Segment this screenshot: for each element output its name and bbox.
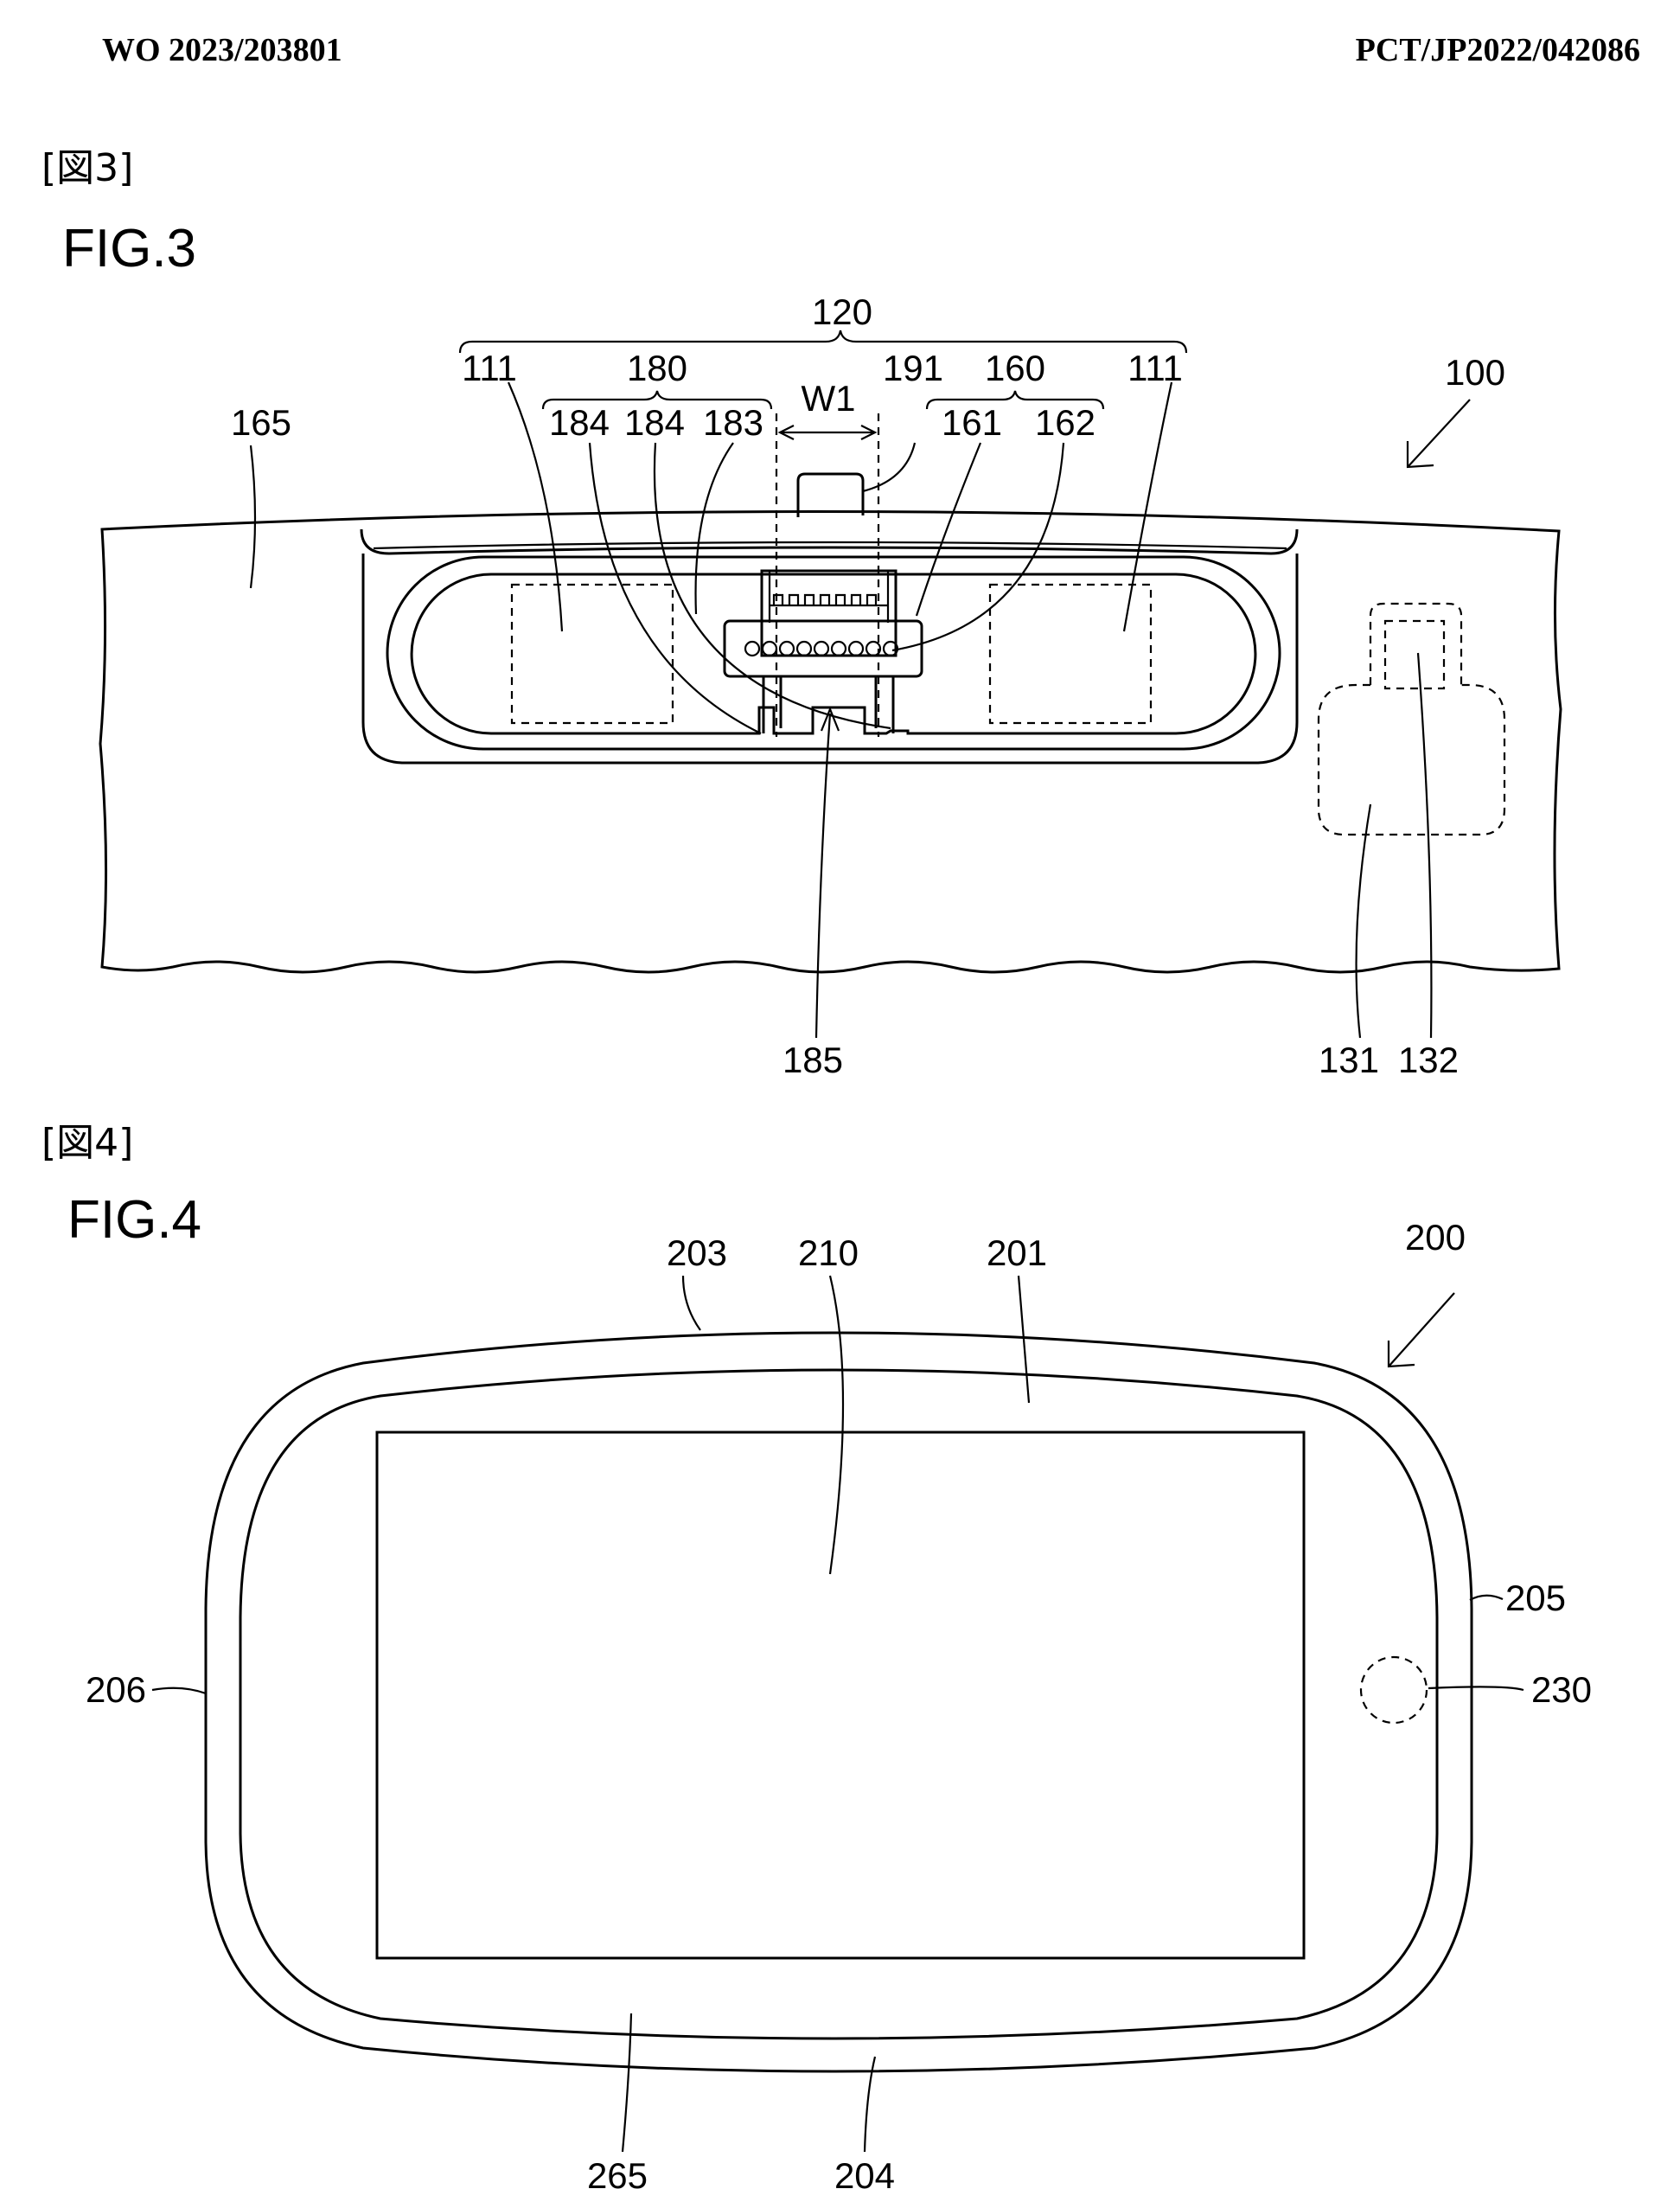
brace-120 — [458, 330, 1188, 354]
leader-lines-fig3 — [249, 381, 1433, 1039]
label-180: 180 — [627, 348, 687, 388]
label-132: 132 — [1398, 1040, 1459, 1080]
label-230: 230 — [1531, 1669, 1592, 1710]
label-204: 204 — [834, 2155, 895, 2189]
label-206: 206 — [86, 1669, 146, 1710]
legs-184 — [762, 676, 895, 733]
label-203: 203 — [667, 1232, 727, 1273]
tab-191 — [796, 472, 865, 517]
button-230 — [1359, 1655, 1428, 1725]
display-210 — [375, 1431, 1306, 1960]
housing-165 — [99, 510, 1562, 974]
figure3-jp-label: [図3] — [42, 146, 134, 190]
label-111-left: 111 — [462, 348, 517, 388]
label-111-right: 111 — [1127, 348, 1183, 388]
label-200: 200 — [1405, 1217, 1466, 1258]
label-w1: W1 — [802, 378, 856, 419]
brace-180 — [541, 390, 773, 410]
brace-160 — [925, 390, 1105, 410]
leader-lines-fig4 — [151, 1275, 1524, 2153]
label-191: 191 — [883, 348, 943, 388]
label-184-a: 184 — [549, 402, 610, 443]
figure4-title: FIG.4 — [67, 1190, 202, 1250]
contact-row-162 — [744, 640, 899, 657]
outer-shell — [204, 1331, 1473, 2073]
label-210: 210 — [798, 1232, 859, 1273]
label-184-b: 184 — [624, 402, 685, 443]
label-205: 205 — [1505, 1578, 1566, 1618]
publication-number: WO 2023/203801 — [102, 32, 342, 68]
label-120: 120 — [812, 291, 872, 332]
label-161: 161 — [942, 402, 1002, 443]
recess-outer — [360, 528, 1299, 555]
window-outer — [386, 555, 1281, 751]
recess-body — [361, 554, 1299, 765]
arrow-100 — [1406, 399, 1471, 469]
connector-161 — [723, 619, 923, 678]
pad-111-left — [510, 583, 674, 725]
label-183: 183 — [703, 402, 763, 443]
label-201: 201 — [987, 1232, 1047, 1273]
label-131: 131 — [1319, 1040, 1379, 1080]
figure3-title: FIG.3 — [62, 219, 197, 278]
label-165: 165 — [231, 402, 291, 443]
figure4-drawing: 203 210 201 200 205 206 230 265 204 — [86, 1217, 1592, 2189]
chip-132 — [1383, 619, 1446, 690]
pad-111-right — [988, 583, 1153, 725]
label-160: 160 — [985, 348, 1045, 388]
label-100: 100 — [1445, 352, 1505, 393]
sensor-131-neck — [1369, 602, 1463, 685]
inner-frame — [239, 1368, 1439, 2040]
terminal-teeth — [770, 593, 888, 607]
sensor-131 — [1317, 683, 1506, 836]
arrow-200 — [1387, 1292, 1455, 1368]
recess-inner-top — [373, 541, 1287, 550]
window-inner — [410, 573, 1257, 735]
label-185: 185 — [783, 1040, 843, 1080]
figure3-drawing: 120 111 180 191 160 111 100 165 184 184 … — [99, 291, 1562, 1080]
w1-arrowheads — [777, 425, 878, 440]
label-162: 162 — [1035, 402, 1096, 443]
application-number: PCT/JP2022/042086 — [1355, 32, 1640, 68]
label-265: 265 — [587, 2155, 648, 2189]
figure4-jp-label: [図4] — [42, 1121, 134, 1165]
terminal-block — [760, 569, 897, 657]
